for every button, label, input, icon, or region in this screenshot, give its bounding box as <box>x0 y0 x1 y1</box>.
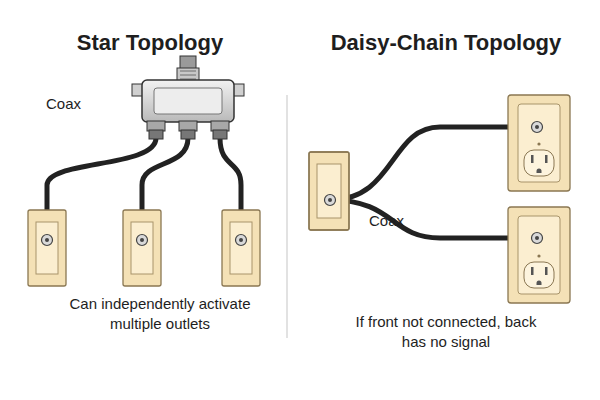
splitter <box>132 56 244 139</box>
panel-title: Star Topology <box>77 30 223 56</box>
cable-label: Coax <box>46 95 81 112</box>
coax-cables <box>330 127 532 238</box>
divider <box>286 95 287 338</box>
wall-plate <box>309 152 349 230</box>
outlet-plates <box>508 95 570 303</box>
cable-label: Coax <box>369 212 404 229</box>
panel-title: Daisy-Chain Topology <box>331 30 562 56</box>
caption-note: Can independently activate multiple outl… <box>53 294 268 333</box>
wall-plates <box>28 210 260 286</box>
caption-note: If front not connected, back has no sign… <box>351 312 541 351</box>
